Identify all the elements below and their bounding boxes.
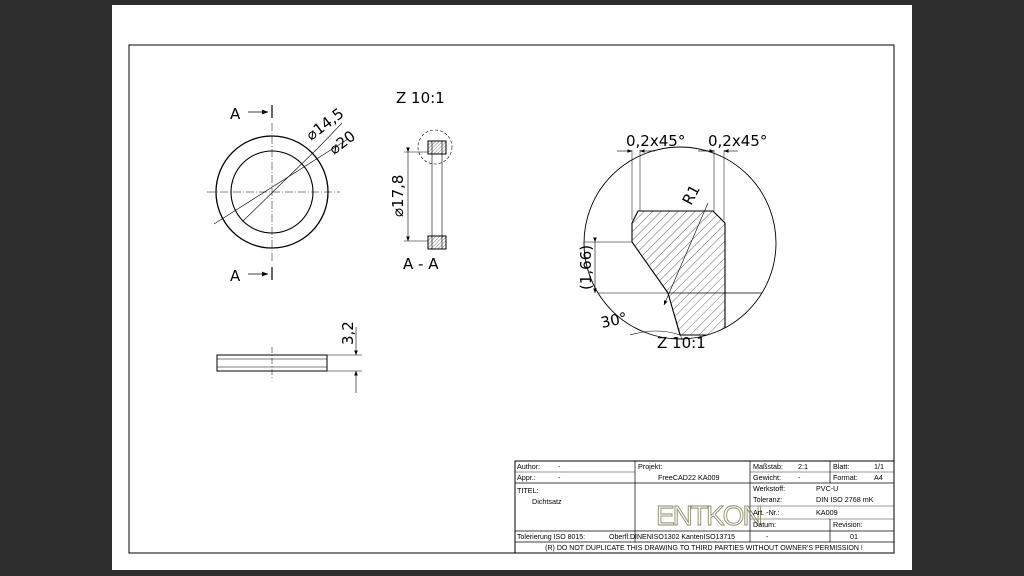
tb-author-label: Author: bbox=[517, 462, 540, 471]
tb-notice: (R) DO NOT DUPLICATE THIS DRAWING TO THI… bbox=[545, 545, 863, 552]
tb-appr-value: - bbox=[558, 473, 561, 482]
tb-projekt-value: FreeCAD22 KA009 bbox=[658, 473, 720, 482]
detail-caption: Z 10:1 bbox=[657, 334, 706, 352]
tb-projekt-label: Projekt: bbox=[638, 462, 662, 471]
dim-chamfer-right: 0,2x45° bbox=[708, 132, 767, 150]
side-view: 3,2 bbox=[216, 321, 362, 393]
entkon-logo: ENTKON bbox=[656, 500, 764, 532]
tb-datum-label: Datum: bbox=[753, 520, 776, 529]
tb-datum-value: - bbox=[766, 532, 769, 541]
tb-format-label: Format: bbox=[833, 473, 858, 482]
section-caption: A - A bbox=[403, 255, 439, 273]
dim-thickness: 3,2 bbox=[339, 321, 357, 345]
dim-section-height: ⌀17,8 bbox=[389, 175, 407, 217]
tb-appr-label: Appr.: bbox=[517, 473, 536, 482]
tb-author-value: - bbox=[558, 462, 561, 471]
detail-title-label: Z 10:1 bbox=[396, 89, 445, 107]
outer-circle bbox=[215, 135, 329, 249]
dim-outer-diameter: ⌀20 bbox=[326, 127, 359, 158]
title-block: Author: - Appr.: - Projekt: FreeCAD22 KA… bbox=[514, 460, 895, 554]
tb-massstab-value: 2:1 bbox=[798, 462, 808, 471]
tb-revision-value: 01 bbox=[850, 532, 858, 541]
front-view: A A ⌀14,5 ⌀20 bbox=[207, 104, 359, 285]
tb-revision-label: Revision: bbox=[833, 520, 863, 529]
dim-radius: R1 bbox=[679, 182, 704, 208]
tb-titel-value: Dichtsatz bbox=[532, 497, 562, 506]
tb-werkstoff-label: Werkstoff: bbox=[753, 484, 785, 493]
tb-toleranz-value: DIN ISO 2768 mK bbox=[816, 495, 874, 504]
detail-view: 0,2x45° 0,2x45° R1 (1,66) 30° Z 10:1 bbox=[577, 132, 777, 352]
tb-titel-label: TITEL: bbox=[517, 486, 539, 495]
svg-text:ENTKON: ENTKON bbox=[656, 500, 761, 531]
tb-gewicht-label: Gewicht: bbox=[753, 473, 781, 482]
detail-circle bbox=[583, 146, 777, 340]
section-label-top: A bbox=[230, 105, 241, 123]
tb-tolerierung: Tolerierung ISO 8015: bbox=[517, 534, 585, 541]
tb-blatt-label: Blatt: bbox=[833, 462, 849, 471]
inner-circle bbox=[230, 150, 314, 234]
tb-oberfl: Oberfl.DINENISO1302 KantenISO13715 bbox=[609, 534, 735, 541]
tb-massstab-label: Maßstab: bbox=[753, 462, 783, 471]
technical-drawing: A A ⌀14,5 ⌀20 Z 10:1 ⌀17,8 A - A 3,2 bbox=[128, 44, 895, 554]
tb-werkstoff-value: PVC-U bbox=[816, 484, 838, 493]
tb-gewicht-value: - bbox=[798, 473, 801, 482]
section-label-bottom: A bbox=[230, 267, 241, 285]
tb-format-value: A4 bbox=[874, 473, 883, 482]
tb-artnr-value: KA009 bbox=[816, 508, 838, 517]
dim-angle: 30° bbox=[599, 309, 629, 332]
section-view: Z 10:1 ⌀17,8 A - A bbox=[389, 89, 453, 273]
tb-blatt-value: 1/1 bbox=[874, 462, 884, 471]
drawing-frame bbox=[128, 44, 895, 554]
drawing-sheet: A A ⌀14,5 ⌀20 Z 10:1 ⌀17,8 A - A 3,2 bbox=[112, 5, 912, 570]
tb-artnr-label: Art. -Nr.: bbox=[753, 508, 780, 517]
dim-chamfer-left: 0,2x45° bbox=[626, 132, 685, 150]
dim-height: (1,66) bbox=[577, 245, 595, 290]
tb-toleranz-label: Toleranz: bbox=[753, 495, 782, 504]
